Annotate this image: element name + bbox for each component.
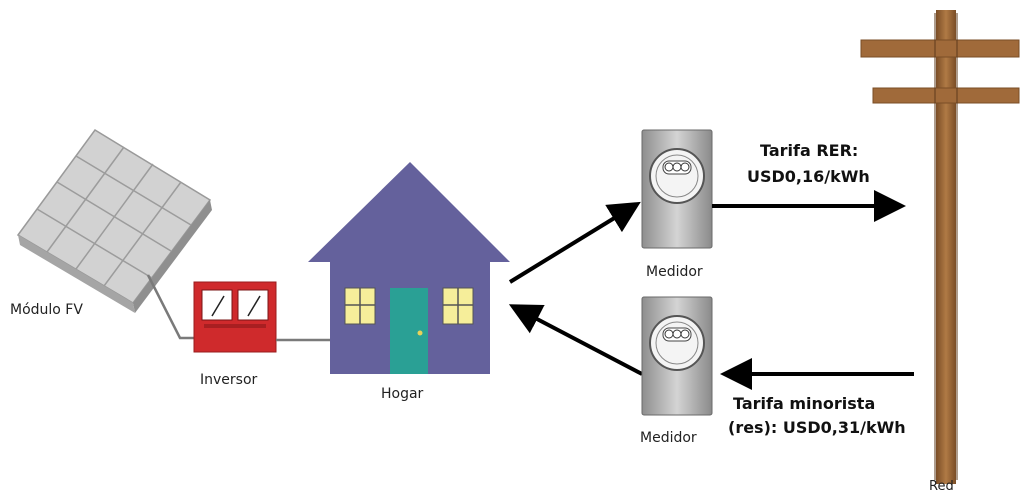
electric-meter-icon [641, 296, 713, 416]
meter-top-label: Medidor [646, 264, 703, 280]
export-arrow [508, 201, 641, 284]
house-icon [308, 162, 510, 374]
inverter-icon [193, 281, 277, 353]
inverter-label: Inversor [200, 372, 258, 388]
rer-tariff-title: Tarifa RER: [760, 141, 859, 160]
dc-cable [146, 274, 195, 340]
rer-tariff-value: USD0,16/kWh [747, 167, 870, 186]
retail-tariff-title: Tarifa minorista [733, 394, 876, 413]
home-label: Hogar [381, 386, 424, 402]
meter-bottom-label: Medidor [640, 430, 697, 446]
solar-panel-icon [16, 129, 212, 313]
import-arrow [508, 304, 643, 376]
utility-pole-icon [860, 10, 1020, 484]
electric-meter-icon [641, 129, 713, 249]
pv-module-label: Módulo FV [10, 302, 83, 318]
grid-label: Red [929, 479, 954, 494]
retail-tariff-value: (res): USD0,31/kWh [728, 418, 906, 437]
